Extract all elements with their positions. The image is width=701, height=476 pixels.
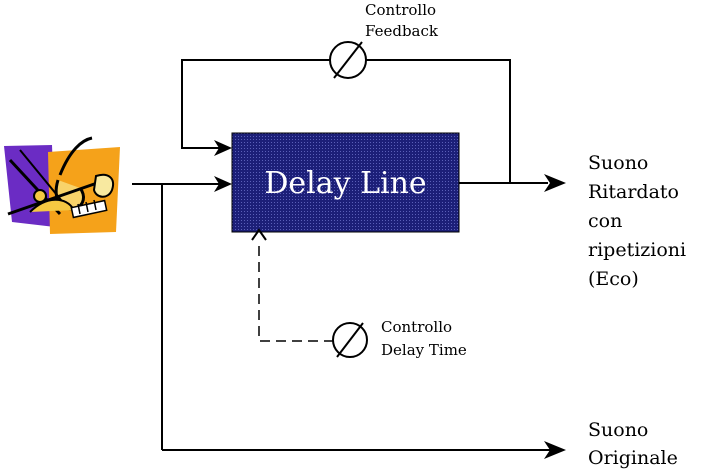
delay-time-control-knob [332, 322, 368, 358]
feedback-control-knob [329, 41, 367, 79]
delayed-output-label-line5: (Eco) [588, 268, 639, 290]
feedback-loop-line [181, 59, 511, 183]
feedback-control-label-line1: Controllo [365, 1, 436, 19]
delay-line-block [231, 132, 460, 233]
delayed-output-label-line3: con [588, 210, 622, 232]
feedback-control-label-line2: Feedback [365, 22, 439, 40]
delay-time-dashed-line [258, 245, 334, 342]
delay-time-arrowhead [251, 228, 267, 241]
delay-time-label-line1: Controllo [381, 318, 452, 336]
delayed-output-arrowhead [544, 174, 566, 192]
original-output-label-line2: Originale [588, 447, 678, 469]
delayed-output-label-line2: Ritardato [588, 181, 679, 203]
feedback-arrowhead [214, 140, 232, 156]
delayed-output-label-line1: Suono [588, 152, 648, 174]
original-output-label-line1: Suono [588, 419, 648, 441]
delay-time-label-line2: Delay Time [381, 341, 467, 359]
delayed-output-label-line4: ripetizioni [588, 239, 686, 261]
input-arrowhead [214, 176, 232, 192]
original-output-arrowhead [544, 441, 566, 459]
instruments-clipart-icon [4, 136, 120, 234]
delay-line-label: Delay Line [264, 166, 426, 201]
